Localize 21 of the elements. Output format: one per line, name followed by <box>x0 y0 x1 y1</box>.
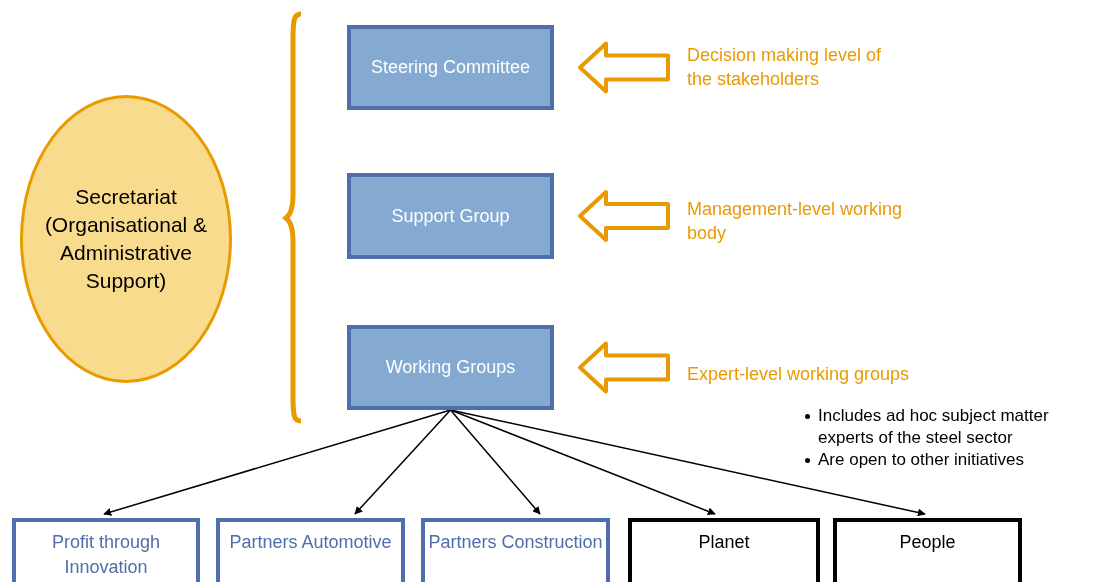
ellipse-node: Secretariat (Organisational & Administrative Support) <box>20 95 232 383</box>
block-arrow <box>578 341 670 394</box>
arrow <box>449 409 541 515</box>
bullet-text: Includes ad hoc subject matter experts of the steel sector <box>818 405 1050 449</box>
group-box: Profit through Innovation <box>12 518 200 582</box>
arrow <box>354 409 452 515</box>
process-box: Support Group <box>347 173 554 259</box>
group-box: Planet <box>628 518 820 582</box>
note-text: Decision making level of the stakeholders <box>680 40 910 94</box>
process-box: Working Groups <box>347 325 554 410</box>
group-box: Partners Construction <box>421 518 610 582</box>
arrow <box>103 409 452 516</box>
group-box: People <box>833 518 1022 582</box>
bullet-text: Are open to other initiatives <box>818 449 1024 471</box>
block-arrow <box>578 41 670 94</box>
block-arrow <box>578 190 670 242</box>
arrow <box>449 409 716 516</box>
process-box: Steering Committee <box>347 25 554 110</box>
group-box: Partners Automotive <box>216 518 405 582</box>
note-text: Management-level working body <box>680 194 910 248</box>
note-text: Expert-level working groups <box>680 347 910 401</box>
